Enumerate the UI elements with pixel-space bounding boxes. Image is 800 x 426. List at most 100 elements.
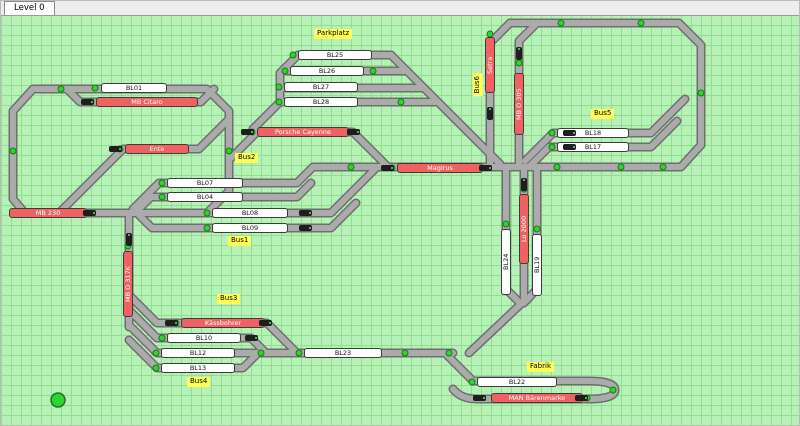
vehicle-icon[interactable]	[80, 99, 94, 105]
block-porsche-cayenne[interactable]: Porsche Cayenne	[257, 127, 349, 137]
signal-dot[interactable]	[91, 84, 99, 92]
track-segment[interactable]	[132, 164, 380, 216]
signal-dot[interactable]	[275, 83, 283, 91]
block-magirus[interactable]: Magirus	[397, 163, 483, 173]
signal-dot[interactable]	[158, 334, 166, 342]
signal-dot[interactable]	[257, 349, 265, 357]
vehicle-icon[interactable]	[298, 210, 312, 216]
block-man-b-renmarke[interactable]: MAN Bärenmarke	[491, 393, 583, 403]
signal-dot[interactable]	[617, 163, 625, 171]
area-label-bus2: Bus2	[235, 153, 259, 163]
signal-dot[interactable]	[57, 85, 65, 93]
vehicle-icon[interactable]	[574, 395, 588, 401]
block-bl04[interactable]: BL04	[167, 192, 243, 202]
signal-dot[interactable]	[347, 163, 355, 171]
signal-dot[interactable]	[659, 163, 667, 171]
block-bl18[interactable]: BL18	[557, 128, 629, 138]
block-bl25[interactable]: BL25	[298, 50, 372, 60]
vehicle-icon[interactable]	[521, 177, 527, 191]
signal-dot[interactable]	[697, 89, 705, 97]
signal-dot[interactable]	[502, 220, 510, 228]
signal-dot[interactable]	[158, 179, 166, 187]
block-bl28[interactable]: BL28	[284, 97, 358, 107]
area-label-bus1: Bus1	[228, 236, 252, 246]
signal-dot[interactable]	[289, 51, 297, 59]
signal-dot[interactable]	[295, 349, 303, 357]
signal-dot[interactable]	[515, 59, 523, 67]
block-ente[interactable]: Ente	[125, 144, 189, 154]
vehicle-icon[interactable]	[126, 232, 132, 246]
block-bl01[interactable]: BL01	[101, 83, 167, 93]
signal-dot[interactable]	[609, 386, 617, 394]
block-mb-o-317k[interactable]: MB O 317K	[123, 251, 133, 317]
tab-bar: Level 0	[1, 1, 799, 16]
block-bl08[interactable]: BL08	[212, 208, 288, 218]
signal-dot[interactable]	[397, 98, 405, 106]
block-bl17[interactable]: BL17	[557, 142, 629, 152]
block-bl10[interactable]: BL10	[167, 333, 241, 343]
vehicle-icon[interactable]	[562, 144, 576, 150]
block-mb-230[interactable]: MB 230	[9, 208, 87, 218]
block-bl26[interactable]: BL26	[290, 66, 364, 76]
signal-dot[interactable]	[557, 19, 565, 27]
signal-dot[interactable]	[203, 224, 211, 232]
area-label-parkplatz: Parkplatz	[314, 29, 353, 39]
signal-dot[interactable]	[281, 67, 289, 75]
track-segment[interactable]	[388, 52, 503, 167]
vehicle-icon[interactable]	[108, 146, 122, 152]
vehicle-icon[interactable]	[164, 320, 178, 326]
signal-dot[interactable]	[637, 19, 645, 27]
block-mb-o-305[interactable]: MB O 305	[514, 73, 524, 135]
vehicle-icon[interactable]	[562, 130, 576, 136]
area-label-bus3: Bus3	[217, 294, 241, 304]
area-label-bus5: Bus5	[591, 109, 615, 119]
signal-dot[interactable]	[553, 163, 561, 171]
block-bl09[interactable]: BL09	[212, 223, 288, 233]
block-bl13[interactable]: BL13	[161, 363, 235, 373]
block-setra[interactable]: Setra	[485, 37, 495, 93]
block-mb-citaro[interactable]: MB Citaro	[96, 97, 198, 107]
vehicle-icon[interactable]	[380, 165, 394, 171]
block-bl12[interactable]: BL12	[161, 348, 235, 358]
vehicle-icon[interactable]	[516, 46, 522, 60]
block-bl07[interactable]: BL07	[167, 178, 243, 188]
track-segment[interactable]	[466, 300, 525, 356]
vehicle-icon[interactable]	[472, 395, 486, 401]
vehicle-icon[interactable]	[244, 335, 258, 341]
signal-dot[interactable]	[152, 349, 160, 357]
block-bl19[interactable]: BL19	[532, 234, 542, 296]
track-segment[interactable]	[442, 350, 618, 402]
signal-dot[interactable]	[548, 143, 556, 151]
signal-dot[interactable]	[9, 147, 17, 155]
vehicle-icon[interactable]	[298, 225, 312, 231]
block-bl27[interactable]: BL27	[284, 82, 358, 92]
vehicle-icon[interactable]	[258, 320, 272, 326]
block-bl24[interactable]: BL24	[501, 229, 511, 295]
vehicle-icon[interactable]	[346, 129, 360, 135]
signal-dot[interactable]	[203, 209, 211, 217]
area-label-fabrik: Fabrik	[527, 362, 554, 372]
block-k-ssbohrer[interactable]: Kässbohrer	[181, 318, 265, 328]
block-lo-2000[interactable]: Lo 2000	[519, 194, 529, 264]
vehicle-icon[interactable]	[82, 210, 96, 216]
track-layer	[8, 18, 706, 408]
signal-dot[interactable]	[158, 193, 166, 201]
block-bl23[interactable]: BL23	[304, 348, 382, 358]
signal-dot[interactable]	[275, 98, 283, 106]
vehicle-icon[interactable]	[478, 165, 492, 171]
signal-dot[interactable]	[468, 378, 476, 386]
tab-level-0[interactable]: Level 0	[4, 1, 55, 15]
area-label-bus4: Bus4	[187, 377, 211, 387]
signal-dot[interactable]	[225, 147, 233, 155]
vehicle-icon[interactable]	[487, 106, 493, 120]
signal-dot[interactable]	[401, 349, 409, 357]
signal-dot[interactable]	[445, 349, 453, 357]
signal-dot[interactable]	[369, 67, 377, 75]
block-bl22[interactable]: BL22	[477, 377, 557, 387]
signal-dot[interactable]	[533, 225, 541, 233]
vehicle-icon[interactable]	[240, 129, 254, 135]
signal-dot[interactable]	[152, 364, 160, 372]
signal-dot[interactable]	[548, 129, 556, 137]
